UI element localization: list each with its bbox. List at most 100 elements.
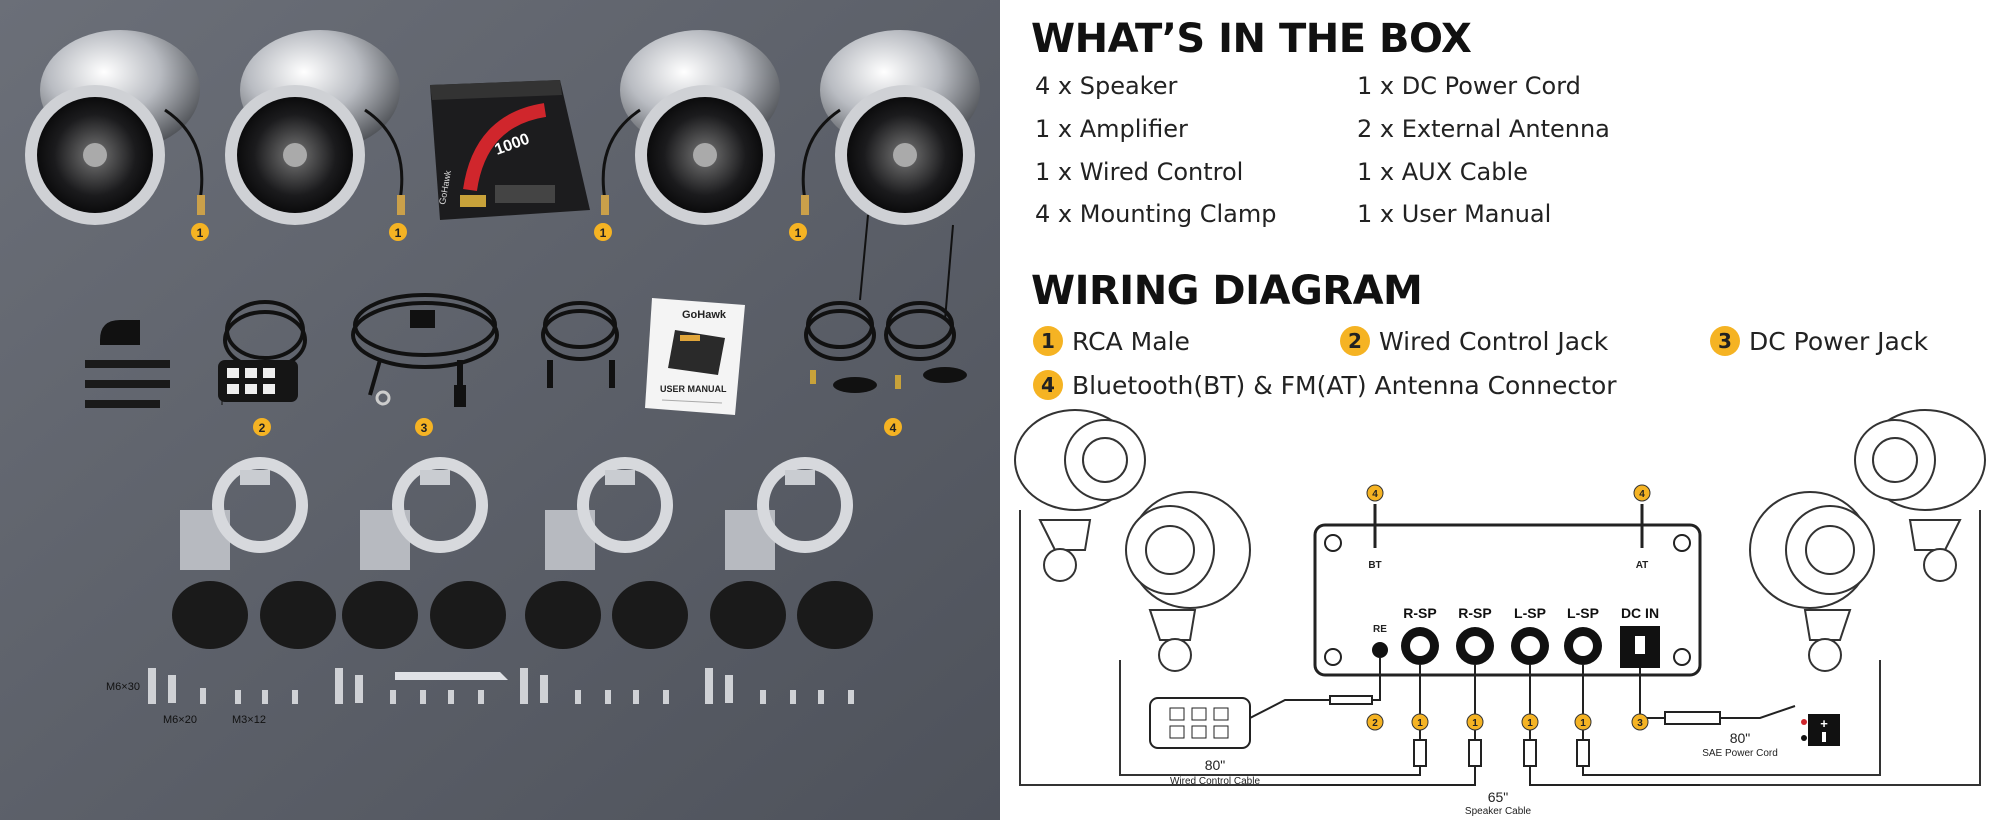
speaker-3 (601, 30, 780, 225)
info-panel: WHAT’S IN THE BOX 4 x Speaker 1 x Amplif… (1000, 0, 2000, 820)
box-item: 4 x Speaker (1035, 72, 1178, 100)
item-marker: 4 (884, 418, 902, 436)
screw-label: M6×20 (163, 714, 197, 726)
wiring-diagram: BT AT 4 4 RE R-SP R-SP L-SP L-SP DC IN 1… (1014, 409, 1986, 817)
legend-badge: 3 (1710, 326, 1740, 356)
box-item: 1 x Amplifier (1035, 115, 1188, 143)
diagram-badge: 4 (1366, 484, 1384, 502)
port-label-dcin: DC IN (1621, 605, 1659, 621)
user-manual: GoHawk USER MANUAL (645, 298, 745, 415)
svg-text:3: 3 (421, 421, 428, 435)
svg-text:2: 2 (1372, 718, 1378, 729)
port-label-lsp: L-SP (1567, 605, 1599, 621)
mounting-clamp (545, 457, 673, 570)
screw-label: M3×12 (232, 714, 266, 726)
dc-in-jack (1620, 626, 1660, 668)
speaker-4 (801, 30, 980, 225)
sae-connector: + (1801, 714, 1840, 746)
mounting-clamp (725, 457, 853, 570)
manual-brand: GoHawk (682, 309, 727, 321)
port-label-re: RE (1373, 624, 1387, 635)
rca-jack (1511, 627, 1549, 665)
box-item: 4 x Mounting Clamp (1035, 200, 1277, 228)
rca-jack (1456, 627, 1494, 665)
svg-text:1: 1 (1472, 718, 1478, 729)
speaker-outline (1854, 409, 1986, 582)
power-length: 80" (1730, 730, 1751, 746)
svg-text:1: 1 (600, 226, 607, 240)
item-marker: 3 (415, 418, 433, 436)
port-label-rsp: R-SP (1458, 605, 1491, 621)
speaker-cable (1019, 510, 1981, 786)
svg-text:1: 1 (795, 226, 802, 240)
power-caption: SAE Power Cord (1702, 748, 1778, 759)
svg-text:1: 1 (1527, 718, 1533, 729)
mounting-clamp (360, 457, 488, 570)
speaker-outline (1749, 491, 1875, 672)
svg-text:1: 1 (197, 226, 204, 240)
svg-text:1: 1 (1417, 718, 1423, 729)
item-marker: 2 (253, 418, 271, 436)
legend-badge: 2 (1340, 326, 1370, 356)
legend-label: RCA Male (1072, 326, 1190, 356)
antenna-rod (859, 214, 869, 301)
port-label-rsp: R-SP (1403, 605, 1436, 621)
diagram-badge: 2 (1366, 713, 1384, 731)
svg-text:+: + (1820, 716, 1828, 731)
item-marker: 1 (594, 223, 612, 241)
diagram-badge: 1 (1521, 713, 1539, 731)
box-title: WHAT’S IN THE BOX (1031, 16, 1472, 62)
legend-badge: 1 (1033, 326, 1063, 356)
re-jack (1372, 642, 1388, 658)
diagram-badge: 4 (1633, 484, 1651, 502)
box-item: 2 x External Antenna (1357, 115, 1610, 143)
svg-text:3: 3 (1637, 718, 1643, 729)
mounting-clamp (180, 457, 308, 570)
amplifier: 1000 GoHawk (430, 80, 590, 220)
product-photo: 1000 GoHawk 1 1 1 1 (0, 0, 1000, 820)
screws (148, 668, 854, 704)
speaker-length: 65" (1488, 789, 1509, 805)
box-item: 1 x Wired Control (1035, 158, 1244, 186)
wiring-title: WIRING DIAGRAM (1031, 268, 1423, 314)
speaker-2 (225, 30, 405, 225)
wired-caption: Wired Control Cable (1170, 776, 1260, 787)
diagram-badge: 3 (1631, 713, 1649, 731)
port-label-at: AT (1636, 560, 1649, 571)
box-item: 1 x AUX Cable (1357, 158, 1528, 186)
svg-text:1: 1 (1580, 718, 1586, 729)
speaker-1 (25, 30, 205, 225)
legend-label: Wired Control Jack (1379, 326, 1609, 356)
speaker-caption: Speaker Cable (1465, 806, 1532, 817)
manual-title: USER MANUAL (660, 384, 727, 394)
box-item: 1 x DC Power Cord (1357, 72, 1581, 100)
port-label-lsp: L-SP (1514, 605, 1546, 621)
wired-control (218, 300, 307, 405)
hex-key (395, 672, 508, 680)
item-marker: 1 (789, 223, 807, 241)
legend-item: 4 Bluetooth(BT) & FM(AT) Antenna Connect… (1033, 370, 1617, 400)
power-cord (351, 293, 499, 407)
rca-jack (1564, 627, 1602, 665)
legend-item: 1 RCA Male (1033, 326, 1190, 356)
screw-label: M6×30 (106, 681, 140, 693)
diagram-badge: 1 (1574, 713, 1592, 731)
legend-item: 3 DC Power Jack (1710, 326, 1928, 356)
port-label-bt: BT (1368, 560, 1381, 571)
box-item: 1 x User Manual (1357, 200, 1552, 228)
speaker-outline (1014, 409, 1146, 582)
svg-text:2: 2 (259, 421, 266, 435)
svg-text:4: 4 (1639, 489, 1645, 500)
legend-item: 2 Wired Control Jack (1340, 326, 1608, 356)
svg-text:1: 1 (395, 226, 402, 240)
speaker-outline (1125, 491, 1251, 672)
aux-cable (541, 301, 619, 388)
legend-badge: 4 (1033, 370, 1063, 400)
item-marker: 1 (191, 223, 209, 241)
svg-text:4: 4 (890, 421, 897, 435)
diagram-badge: 1 (1411, 713, 1429, 731)
svg-text:4: 4 (1372, 489, 1378, 500)
legend-label: Bluetooth(BT) & FM(AT) Antenna Connector (1072, 370, 1617, 400)
rca-jack (1401, 627, 1439, 665)
legend-label: DC Power Jack (1749, 326, 1929, 356)
